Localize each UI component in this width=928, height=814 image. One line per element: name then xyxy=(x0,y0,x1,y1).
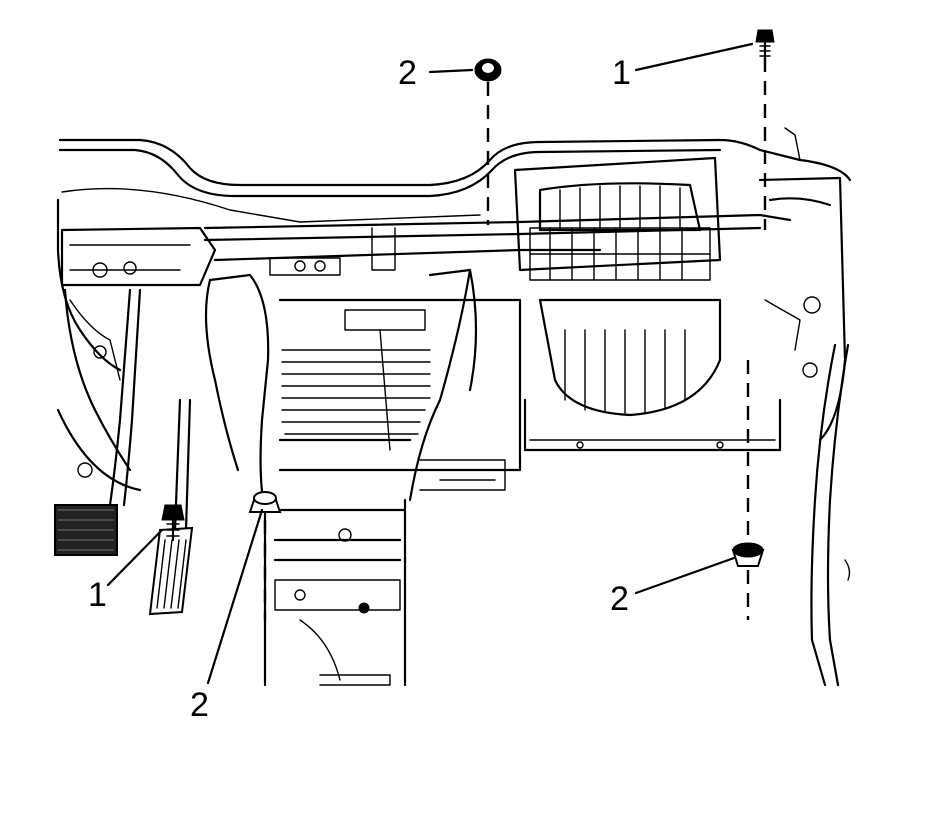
callout-label-bolt-left: 1 xyxy=(88,576,107,614)
center-support-bracket xyxy=(204,268,478,687)
bolt-top-right xyxy=(755,29,775,64)
right-side-structure xyxy=(758,127,851,687)
leader-lines xyxy=(106,42,754,685)
nut-bottom-right xyxy=(731,542,765,567)
hvac-blower-assembly xyxy=(513,156,782,452)
center-heater-duct xyxy=(278,298,522,491)
cross-car-beam xyxy=(203,213,792,276)
brake-pedal xyxy=(54,288,142,556)
alignment-lines xyxy=(263,58,767,620)
callout-label-nut-bottom-right: 2 xyxy=(610,580,629,618)
left-side-structure xyxy=(56,198,217,492)
callout-label-nut-top: 2 xyxy=(398,54,417,92)
callout-label-bolt-top: 1 xyxy=(612,54,631,92)
bolt-left xyxy=(161,504,185,542)
cowl-outline xyxy=(58,138,852,223)
nut-center-left xyxy=(248,491,282,513)
nut-top-left xyxy=(474,58,502,82)
callout-label-nut-center: 2 xyxy=(190,686,209,724)
